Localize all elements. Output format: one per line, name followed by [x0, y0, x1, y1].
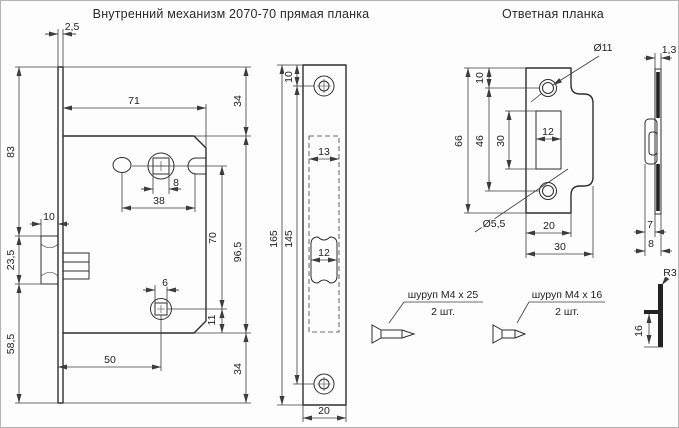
- title-internal-mechanism: Внутренний механизм 2070-70 прямая планк…: [93, 7, 370, 21]
- screw1-head: [371, 324, 382, 344]
- top-screw-center-mark: [317, 79, 331, 93]
- dim-side-thickness: 1,3: [662, 44, 677, 56]
- faceplate-edge-bar: [57, 66, 64, 404]
- dim-spindle-square: 8: [173, 177, 179, 189]
- dim-hole-dia-large: Ø11: [593, 42, 612, 54]
- faceplate-drawing: 10 165 145 13 12 20: [267, 64, 347, 422]
- dim-body-width: 71: [128, 95, 140, 107]
- side-plate-fill-bottom: [656, 164, 660, 211]
- dim-side-offset-depth: 7: [647, 219, 653, 231]
- dim-top-offset: 34: [232, 95, 244, 107]
- faceplate-outline: [302, 64, 347, 406]
- dim-window-height: 30: [495, 135, 507, 147]
- dim-strike-total-height: 66: [453, 135, 465, 147]
- dim-screw-spacing: 145: [283, 230, 295, 248]
- dim-bottom-hole-square: 6: [162, 277, 168, 289]
- dim-strike-screw-offset: 10: [474, 72, 486, 84]
- dim-window-width: 12: [542, 126, 554, 138]
- cutout-dashed-outline: [308, 135, 340, 333]
- dim-bottom-hole-edge: 11: [206, 314, 218, 325]
- dim-latch-height: 23,5: [5, 250, 17, 271]
- dim-tongue-radius: R3: [663, 267, 677, 279]
- lock-case-outline: [63, 135, 207, 334]
- screw2-shaft-tip: [502, 329, 527, 339]
- dim-screw-top-offset: 10: [283, 71, 295, 83]
- dim-left-lower: 58,5: [5, 334, 17, 355]
- bottom-screw-center-mark: [317, 377, 331, 391]
- extension-lines: [15, 29, 251, 404]
- dim-faceplate-thickness: 2,5: [65, 21, 80, 33]
- dim-hole-spacing: 38: [153, 195, 165, 207]
- dim-strike-screw-spacing: 46: [474, 135, 486, 147]
- leader-dia-5-5: [474, 168, 569, 233]
- dim-bottom-offset: 34: [232, 363, 244, 375]
- dim-latch-protrusion: 10: [43, 211, 55, 223]
- dim-strike-total-width: 30: [554, 241, 566, 253]
- dim-plate-width: 20: [318, 405, 330, 417]
- screw2-label: шуруп М4 х 16: [532, 289, 603, 301]
- leader-dia-11: [552, 55, 600, 86]
- leader-r3: [661, 276, 670, 286]
- strike-window: [535, 110, 562, 170]
- screw1-shaft-tip: [381, 329, 416, 339]
- strike-plate-drawing: Ø11 10 66 46 30 12 Ø5,5 20 30: [452, 41, 614, 258]
- screw2-qty: 2 шт.: [555, 306, 579, 318]
- dim-hole-dia-small: Ø5,5: [483, 218, 506, 230]
- title-strike-plate: Ответная планка: [502, 7, 604, 21]
- side-plate-fill-top: [656, 72, 660, 118]
- screw1-label: шуруп М4 х 25: [408, 289, 479, 301]
- side-dimple-inner: [648, 131, 658, 156]
- dim-body-height: 96,5: [232, 242, 244, 263]
- faceplate-extension-lines: [277, 64, 347, 422]
- small-dim-arrows: [30, 31, 181, 293]
- strike-plate-side-view: 1,3 7 8: [634, 43, 678, 256]
- latch-bolt-outline: [40, 235, 58, 285]
- dim-left-upper: 83: [5, 146, 17, 158]
- leader-dia-11-tail: [530, 92, 543, 103]
- tongue-flange: [644, 310, 658, 314]
- dim-strike-plate-width: 20: [543, 220, 555, 232]
- lock-body-drawing: 2,5 71 34 83 10 23,5 58,5 8 38 70 96,5 1…: [4, 20, 251, 404]
- side-plate-outline: [654, 68, 662, 215]
- bottom-hole-center-mark: [157, 305, 165, 313]
- side-extension-lines: [644, 53, 662, 256]
- screw1-leader: [388, 301, 483, 324]
- tongue-detail-drawing: R3 16: [632, 266, 678, 348]
- small-dim-lines: [30, 33, 181, 291]
- dim-cutout-width: 13: [318, 146, 330, 158]
- latch-window: [310, 236, 338, 284]
- tongue-bar: [658, 284, 663, 347]
- strike-top-screw-hole-inner: [542, 82, 554, 94]
- dim-side-total-depth: 8: [648, 238, 654, 250]
- dim-tongue-height: 16: [633, 325, 645, 337]
- screw-m4x16: шуруп М4 х 16 2 шт.: [492, 288, 605, 344]
- latch-tail-lines: [63, 261, 89, 272]
- dim-total-height: 165: [268, 230, 280, 248]
- strike-plate-outline: [525, 67, 594, 214]
- dim-centers-vertical: 70: [207, 232, 219, 244]
- screw-m4x25: шуруп М4 х 25 2 шт.: [371, 288, 483, 344]
- dim-latch-width: 12: [318, 247, 330, 259]
- oval-hole: [112, 157, 132, 173]
- strike-bottom-screw-hole-inner: [542, 185, 554, 197]
- latch-tail-block: [62, 252, 90, 280]
- screw2-leader: [516, 301, 605, 324]
- screw2-head: [492, 324, 503, 344]
- screw1-qty: 2 шт.: [431, 306, 455, 318]
- dim-backset-bottom: 50: [104, 354, 116, 366]
- latch-bevel-curves: [40, 243, 59, 277]
- strike-extension-lines: [464, 67, 594, 258]
